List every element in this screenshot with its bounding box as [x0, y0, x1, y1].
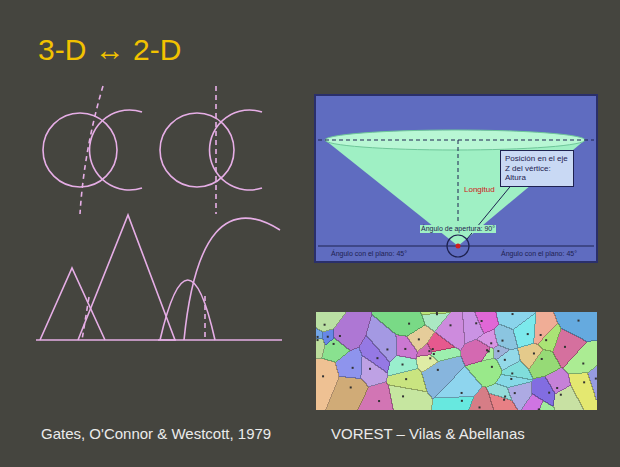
circle-figures	[43, 86, 262, 214]
title: 3-D ↔ 2-D	[38, 33, 181, 67]
caption-right: VOREST – Vilas & Abellanas	[330, 425, 526, 442]
voronoi-mosaic	[316, 312, 597, 410]
cone-panel	[315, 95, 597, 262]
aperture-label: Ángulo de apertura: 90°	[420, 225, 496, 233]
length-label: Longitud	[463, 185, 496, 194]
callout-box: Posición en el eje Z del vértice: Altura	[500, 150, 574, 187]
caption-left: Gates, O'Connor & Westcott, 1979	[40, 425, 272, 442]
angle-label: Ángulo con el plano: 45°	[500, 250, 578, 258]
angle-label: Ángulo con el plano: 45°	[330, 250, 408, 258]
cone-figures	[36, 215, 282, 340]
callout-text: Posición en el eje Z del vértice: Altura	[505, 154, 569, 183]
